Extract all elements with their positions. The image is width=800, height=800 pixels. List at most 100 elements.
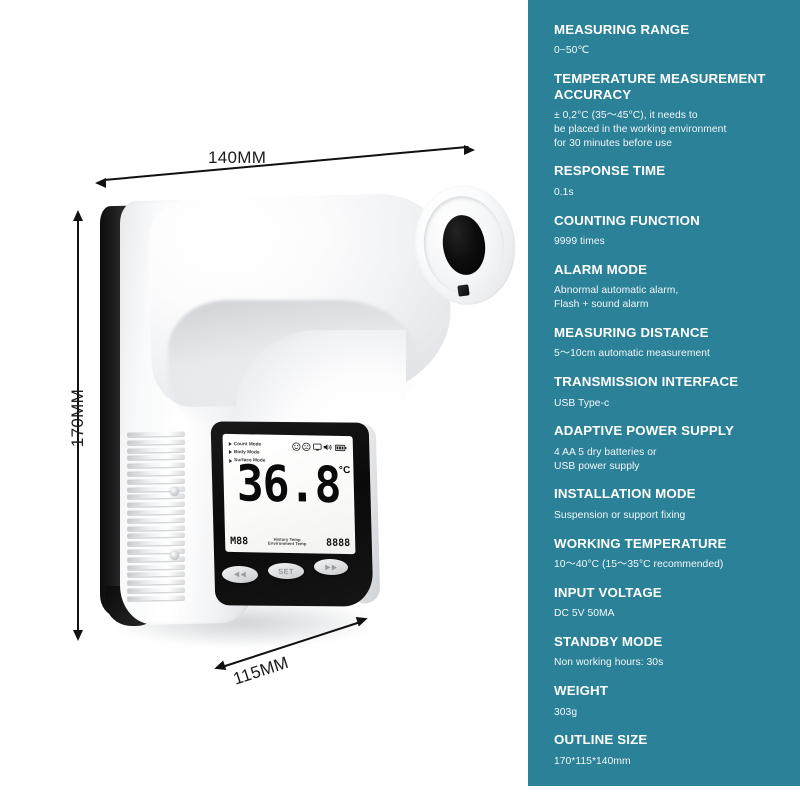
spec-label: WEIGHT — [554, 683, 609, 699]
spec-value: 303g — [554, 706, 578, 718]
spec-value: 170*115*140mm — [554, 755, 631, 767]
vent-rib — [127, 525, 185, 531]
spec-label: WORKING TEMPERATURE — [554, 535, 727, 551]
spec-value: Abnormal automatic alarm, Flash + sound … — [554, 285, 679, 311]
vent-rib — [127, 587, 185, 593]
spec-label: INSTALLATION MODE — [554, 486, 696, 502]
vent-rib — [127, 439, 185, 445]
proximity-sensor — [457, 284, 470, 297]
lcd-environment-value: 8888 — [325, 537, 351, 550]
sad-face-icon — [302, 442, 311, 451]
spec-label: RESPONSE TIME — [554, 163, 666, 179]
vent-rib — [127, 447, 185, 453]
dimension-line — [77, 220, 79, 636]
specification-panel: MEASURING RANGE 0~50℃ TEMPERATURE MEASUREM… — [528, 0, 800, 786]
smiley-face-icon — [291, 442, 301, 451]
triangle-marker-icon — [229, 458, 233, 463]
dimension-width-label: 140MM — [208, 148, 267, 167]
lcd-mode-label: Count Mode — [233, 441, 262, 447]
arrow-head-up-icon — [73, 210, 83, 221]
lcd-status-icons — [291, 442, 347, 452]
arrow-head-left-icon — [95, 178, 106, 188]
spec-value: Non working hours: 30s — [554, 657, 664, 669]
lcd-temperature-reading: 36.8 °C — [236, 455, 351, 515]
vent-rib — [127, 564, 185, 570]
spec-label: ADAPTIVE POWER SUPPLY — [554, 423, 734, 439]
vent-rib — [127, 431, 185, 437]
vent-rib — [127, 501, 185, 507]
spec-label: STANDBY MODE — [554, 634, 663, 650]
spec-label: TRANSMISSION INTERFACE — [554, 374, 739, 390]
dimension-height-label: 170MM — [68, 388, 87, 448]
vent-rib — [127, 532, 185, 538]
fast-forward-icon — [325, 564, 337, 570]
arrow-head-left-icon — [212, 660, 227, 674]
spec-item: TRANSMISSION INTERFACE USB Type-c — [554, 374, 800, 410]
spec-item: WEIGHT 303g — [554, 683, 800, 719]
vent-rib — [127, 509, 185, 515]
device-vent-grille — [127, 431, 185, 604]
spec-label: TEMPERATURE MEASUREMENT ACCURACY — [554, 71, 766, 102]
spec-item: STANDBY MODE Non working hours: 30s — [554, 634, 800, 670]
dimension-depth-label: 115MM — [230, 652, 291, 689]
lcd-temperature-unit: °C — [338, 464, 351, 477]
battery-icon — [334, 444, 347, 451]
spec-item: MEASURING RANGE 0~50℃ — [554, 22, 800, 58]
product-image-area: Count Mode Body Mode Surface Mode — [68, 145, 523, 696]
lcd-mode-count: Count Mode — [228, 441, 265, 447]
monitor-icon — [312, 443, 322, 451]
spec-label: OUTLINE SIZE — [554, 732, 648, 748]
next-button[interactable] — [313, 558, 349, 576]
spec-value: USB Type-c — [554, 397, 610, 409]
spec-item: INPUT VOLTAGE DC 5V 50MA — [554, 585, 800, 621]
lcd-memory-value: M88 — [230, 535, 249, 548]
spec-item: ALARM MODE Abnormal automatic alarm, Flas… — [554, 262, 800, 312]
spec-value: ± 0,2°C (35～45°C), it needs to be placed… — [554, 110, 727, 149]
spec-label: ALARM MODE — [554, 261, 648, 277]
dimension-line — [103, 145, 469, 181]
spec-item: WORKING TEMPERATURE 10～40°C (15～35°C reco… — [554, 536, 800, 572]
set-button-label: SET — [278, 566, 294, 576]
spec-value: 0.1s — [554, 186, 574, 198]
vent-rib — [127, 595, 185, 601]
spec-item: TEMPERATURE MEASUREMENT ACCURACY ± 0,2°C … — [554, 71, 800, 150]
lcd-screen: Count Mode Body Mode Surface Mode — [222, 433, 356, 555]
spec-label: INPUT VOLTAGE — [554, 584, 662, 600]
spec-item: INSTALLATION MODE Suspension or support f… — [554, 486, 800, 522]
spec-value: DC 5V 50MA — [554, 608, 615, 620]
spec-value: 0~50℃ — [554, 45, 590, 57]
speaker-icon — [324, 444, 332, 451]
triangle-marker-icon — [228, 442, 232, 447]
vent-rib — [127, 517, 185, 523]
vent-rib — [127, 571, 185, 577]
spec-label: MEASURING DISTANCE — [554, 324, 709, 340]
dimension-depth: 115MM — [212, 613, 374, 696]
prev-button[interactable] — [221, 565, 259, 584]
vent-rib — [127, 462, 185, 468]
spec-item: OUTLINE SIZE 170*115*140mm — [554, 732, 800, 768]
arrow-head-right-icon — [464, 145, 475, 155]
lcd-temperature-value: 36.8 — [236, 455, 342, 515]
device-screw — [170, 551, 179, 560]
dimension-line — [221, 620, 364, 668]
spec-value: 5～10cm automatic measurement — [554, 348, 710, 360]
spec-label: MEASURING RANGE — [554, 22, 690, 37]
rewind-icon — [234, 571, 246, 578]
spec-value: Suspension or support fixing — [554, 509, 686, 521]
spec-item: RESPONSE TIME 0.1s — [554, 163, 800, 199]
spec-item: MEASURING DISTANCE 5～10cm automatic measu… — [554, 325, 800, 361]
spec-value: 10～40°C (15～35°C recommended) — [554, 559, 724, 570]
arrow-head-down-icon — [73, 630, 83, 641]
device-screw — [170, 487, 179, 496]
vent-rib — [127, 454, 185, 460]
triangle-marker-icon — [228, 450, 233, 455]
spec-value: 4 AA 5 dry batteries or USB power supply — [554, 446, 657, 472]
lcd-history-labels: History Temp Environment Temp — [268, 536, 307, 548]
vent-rib — [127, 579, 185, 585]
spec-item: ADAPTIVE POWER SUPPLY 4 AA 5 dry batterie… — [554, 423, 800, 473]
dimension-width: 140MM — [95, 145, 478, 194]
vent-rib — [127, 470, 185, 476]
spec-value: 9999 times — [554, 236, 605, 248]
